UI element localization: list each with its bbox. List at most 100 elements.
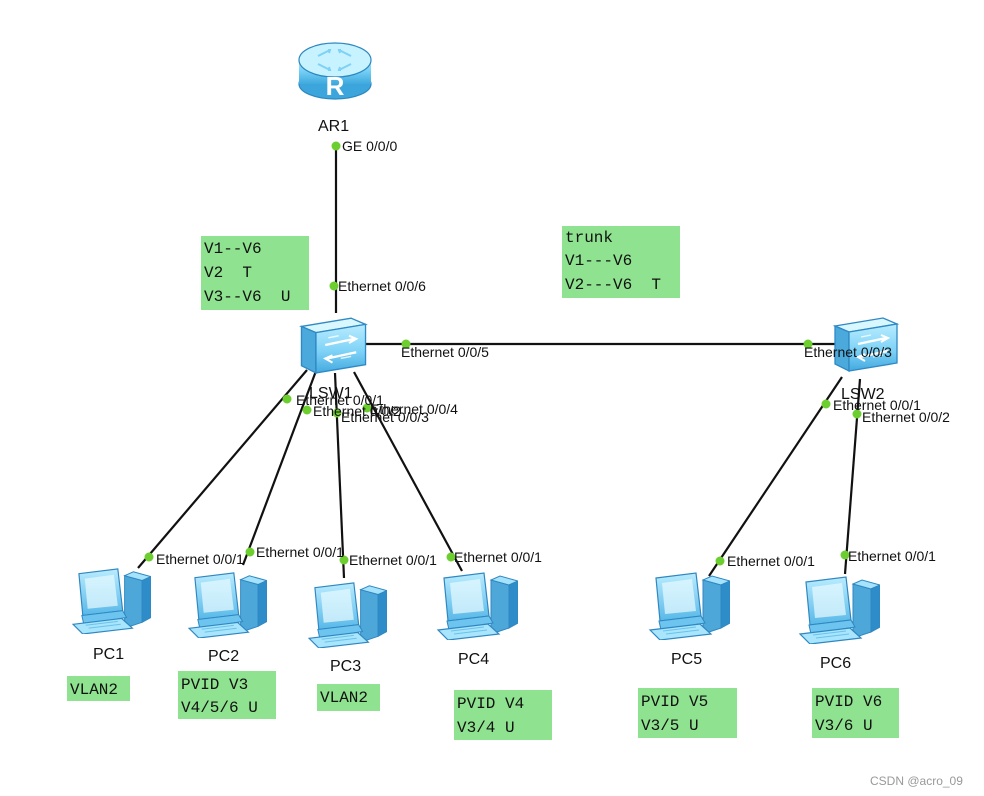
note-line: trunk [565,229,613,247]
watermark-text: CSDN @acro_09 [870,774,963,788]
note-pc4: PVID V4 V3/4 U [454,690,552,740]
note-background [562,226,680,298]
link-lsw1-pc3 [333,372,346,579]
pc-pc5[interactable]: PC5 [649,572,730,668]
port-label-pc2-e001: Ethernet 0/0/1 [256,544,344,560]
port-label-ar1-ge000: GE 0/0/0 [342,138,397,154]
note-background [178,671,276,719]
port-label-lsw2-e003: Ethernet 0/0/3 [804,344,892,360]
switch-label-lsw1: LSW1 [309,385,353,402]
port-indicators [144,141,862,566]
port-label-pc4-e001: Ethernet 0/0/1 [454,549,542,565]
note-line: V3/5 U [641,717,699,735]
note-trunk: trunk V1---V6 V2---V6 T [562,226,680,298]
router-ar1[interactable]: R AR1 [298,42,372,135]
note-line: V4/5/6 U [181,699,258,717]
port-dot [144,552,154,562]
pc-pc2[interactable]: PC2 [188,572,267,665]
pc-icon [188,572,267,638]
note-line: V2---V6 T [565,276,661,294]
port-dot [803,339,813,349]
port-dot [840,550,850,560]
note-line: PVID V6 [815,693,882,711]
note-background [67,676,130,701]
port-dot [282,394,292,404]
port-label-lsw1-e006: Ethernet 0/0/6 [338,278,426,294]
port-dot [401,339,411,349]
note-pc2: PVID V3 V4/5/6 U [178,671,276,719]
port-dot [302,405,312,415]
port-dot [331,141,341,151]
note-line: PVID V4 [457,695,524,713]
note-line: VLAN2 [70,681,118,699]
note-background [317,684,380,711]
pc-icon [437,572,518,640]
port-dot [329,281,339,291]
port-label-lsw1-e005: Ethernet 0/0/5 [401,344,489,360]
router-icon: R [298,42,372,101]
note-pc1: VLAN2 [67,676,130,701]
note-background [201,236,309,310]
note-line: PVID V5 [641,693,708,711]
pc-label-pc6: PC6 [820,655,851,672]
note-line: V3/6 U [815,717,873,735]
port-dot [362,403,372,413]
port-dot [821,399,831,409]
port-label-lsw1-e001: Ethernet 0/0/1 [296,392,384,408]
port-dot [245,547,255,557]
port-dot [715,556,725,566]
pc-label-pc1: PC1 [93,646,124,663]
port-dot [446,552,456,562]
port-label-pc6-e001: Ethernet 0/0/1 [848,548,936,564]
router-label: AR1 [318,118,349,135]
port-label-lsw1-e004: Ethernet 0/0/4 [370,401,458,417]
port-label-pc5-e001: Ethernet 0/0/1 [727,553,815,569]
note-line: V3/4 U [457,719,515,737]
note-line: V1--V6 [204,240,262,258]
note-pc3: VLAN2 [317,684,380,711]
note-line: V2 T [204,264,252,282]
link-lsw1-pc1 [137,369,308,569]
port-label-pc1-e001: Ethernet 0/0/1 [156,551,244,567]
note-background [812,688,899,738]
note-background [454,690,552,740]
port-dot [332,408,342,418]
pc-pc1[interactable]: PC1 [72,568,151,663]
pc-label-pc3: PC3 [330,658,361,675]
link-lsw2-pc5 [708,376,843,577]
port-label-lsw1-e002: Ethernet 0/0/2 [313,403,401,419]
pc-label-pc5: PC5 [671,651,702,668]
note-background [638,688,737,738]
note-lsw1-uplink: V1--V6 V2 T V3--V6 U [201,236,309,310]
note-line: V1---V6 [565,252,632,270]
port-label-lsw2-e001: Ethernet 0/0/1 [833,397,921,413]
link-lsw1-pc4 [353,371,463,572]
port-dot [339,555,349,565]
pc-label-pc2: PC2 [208,648,239,665]
port-dot [852,409,862,419]
pc-icon [308,582,387,648]
pc-icon [72,568,151,634]
port-label-pc3-e001: Ethernet 0/0/1 [349,552,437,568]
pc-pc4[interactable]: PC4 [437,572,518,668]
link-lsw1-pc2 [241,370,318,566]
switch-label-lsw2: LSW2 [841,386,885,403]
note-line: PVID V3 [181,676,248,694]
switch-lsw2[interactable]: LSW2 [833,316,899,403]
port-labels: GE 0/0/0 Ethernet 0/0/6 Ethernet 0/0/5 E… [156,138,950,569]
pc-pc3[interactable]: PC3 [308,582,387,675]
svg-text:R: R [326,71,345,101]
note-pc5: PVID V5 V3/5 U [638,688,737,738]
switch-icon [300,317,367,375]
pc-label-pc4: PC4 [458,651,489,668]
pc-icon [649,572,730,640]
port-label-lsw1-e003: Ethernet 0/0/3 [341,409,429,425]
switch-lsw1[interactable]: LSW1 [300,317,367,402]
pc-pc6[interactable]: PC6 [799,576,880,672]
note-line: VLAN2 [320,689,368,707]
port-label-lsw2-e002: Ethernet 0/0/2 [862,409,950,425]
pc-icon [799,576,880,644]
note-pc6: PVID V6 V3/6 U [812,688,899,738]
note-line: V3--V6 U [204,288,290,306]
